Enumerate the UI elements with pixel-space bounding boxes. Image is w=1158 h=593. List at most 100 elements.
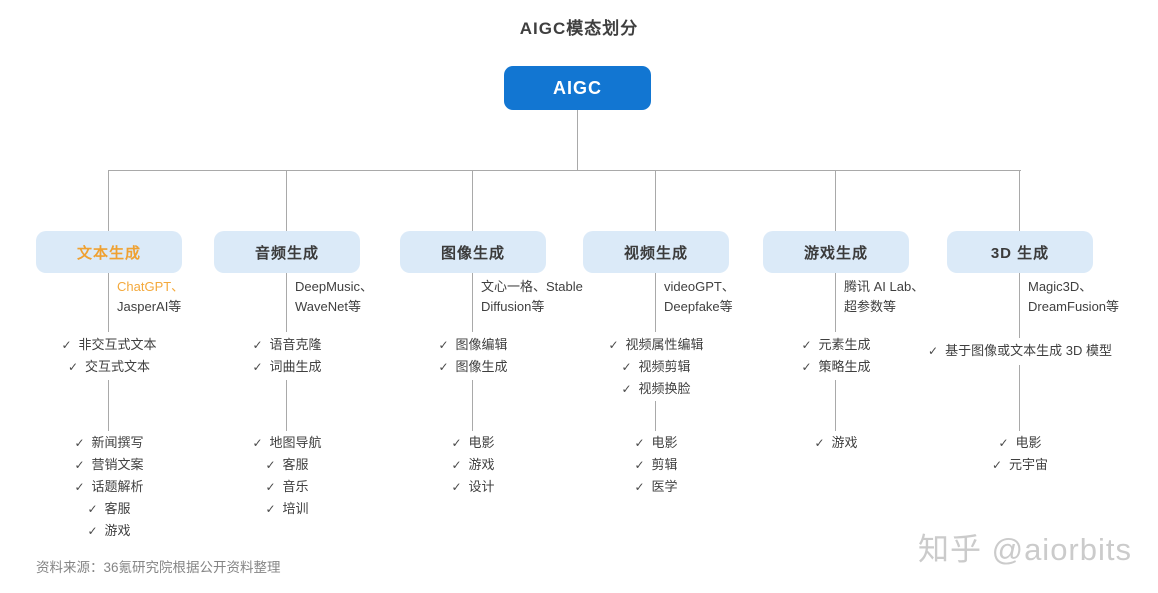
tool-line: DreamFusion等 xyxy=(1028,299,1120,314)
application-item-label: 设计 xyxy=(468,479,495,494)
feature-item: ✓ 语音克隆 xyxy=(252,334,321,356)
check-icon: ✓ xyxy=(74,458,85,472)
feature-item: ✓基于图像或文本生成 3D 模型 xyxy=(928,340,1112,362)
application-item: ✓剪辑 xyxy=(634,454,677,476)
application-list: ✓电影✓元宇宙 xyxy=(929,432,1111,476)
check-icon: ✓ xyxy=(451,480,462,494)
application-item: ✓游戏 xyxy=(451,454,494,476)
feature-item: ✓词曲生成 xyxy=(252,356,321,378)
feature-item-label: 基于图像或文本生成 3D 模型 xyxy=(945,343,1112,358)
feature-list: ✓ 元素生成 ✓ 策略生成 xyxy=(745,334,927,378)
root-connector-line xyxy=(577,110,578,170)
application-item-label: 电影 xyxy=(651,435,678,450)
check-icon: ✓ xyxy=(265,502,276,516)
feature-item-label: 词曲生成 xyxy=(269,359,322,374)
feature-list: ✓图像编辑✓图像生成 xyxy=(382,334,564,378)
feature-list: ✓基于图像或文本生成 3D 模型 xyxy=(928,340,1112,362)
application-item: ✓ 游戏 xyxy=(814,432,857,454)
tools-examples: 腾讯 AI Lab、超参数等 xyxy=(844,277,924,317)
application-item-label: 游戏 xyxy=(468,457,495,472)
tool-line: JasperAI等 xyxy=(117,299,182,314)
feature-item: ✓交互式文本 xyxy=(68,356,150,378)
feature-item: ✓视频剪辑 xyxy=(621,356,690,378)
application-item: ✓客服 xyxy=(87,498,130,520)
tool-line: DeepMusic、 xyxy=(295,279,374,294)
tools-examples: videoGPT、Deepfake等 xyxy=(664,277,735,317)
application-item: ✓电影 xyxy=(451,432,494,454)
application-item-label: 医学 xyxy=(651,479,678,494)
check-icon: ✓ xyxy=(74,480,85,494)
branch-stem-upper xyxy=(286,273,287,332)
branch-stem-upper xyxy=(1019,273,1020,338)
watermark-text: 知乎 @aiorbits xyxy=(917,532,1132,567)
application-item-label: 营销文案 xyxy=(91,457,144,472)
feature-item-label: 视频剪辑 xyxy=(638,359,691,374)
branch-stem-lower xyxy=(1019,365,1020,431)
application-item: ✓音乐 xyxy=(265,476,308,498)
check-icon: ✓ xyxy=(608,338,619,352)
check-icon: ✓ xyxy=(814,436,825,450)
tool-line: Magic3D、 xyxy=(1028,279,1093,294)
branch-node-3d-generation: 3D 生成 xyxy=(947,231,1093,273)
check-icon: ✓ xyxy=(438,338,449,352)
check-icon: ✓ xyxy=(998,436,1009,450)
feature-item-label: 语音克隆 xyxy=(269,337,322,352)
application-list: ✓地图导航✓客服✓音乐✓培训 xyxy=(196,432,378,520)
branch-stem-lower xyxy=(835,380,836,431)
connector-drop-line xyxy=(1019,170,1020,231)
branch-node-video-generation: 视频生成 xyxy=(583,231,729,273)
diagram-title: AIGC模态划分 xyxy=(519,19,639,38)
check-icon: ✓ xyxy=(801,360,812,374)
tools-examples: DeepMusic、 WaveNet等 xyxy=(295,277,373,317)
application-item-label: 客服 xyxy=(104,501,131,516)
tools-examples: Magic3D、 DreamFusion等 xyxy=(1028,277,1119,317)
tool-line: videoGPT、 xyxy=(664,279,735,294)
feature-item-label: 元素生成 xyxy=(818,337,871,352)
check-icon: ✓ xyxy=(801,338,812,352)
branches-horizontal-line xyxy=(108,170,1021,171)
tool-line: 超参数等 xyxy=(844,299,897,314)
tool-line: WaveNet等 xyxy=(295,299,361,314)
check-icon: ✓ xyxy=(621,382,632,396)
connector-drop-line xyxy=(835,170,836,231)
application-item: ✓ 设计 xyxy=(451,476,494,498)
application-item-label: 游戏 xyxy=(831,435,858,450)
feature-item-label: 策略生成 xyxy=(818,359,871,374)
branch-stem-lower xyxy=(472,380,473,431)
application-list: ✓电影✓剪辑 ✓ 医学 xyxy=(565,432,747,498)
feature-item: ✓ 元素生成 xyxy=(801,334,870,356)
check-icon: ✓ xyxy=(67,360,79,374)
tools-examples: ChatGPT、 JasperAI等 xyxy=(117,277,184,317)
feature-list: ✓ 语音克隆 ✓词曲生成 xyxy=(196,334,378,378)
check-icon: ✓ xyxy=(634,480,645,494)
check-icon: ✓ xyxy=(87,524,98,538)
feature-item: ✓图像编辑 xyxy=(438,334,507,356)
application-item-label: 元宇宙 xyxy=(1009,457,1049,472)
branch-stem-lower xyxy=(286,380,287,431)
tool-line: Diffusion等 xyxy=(481,299,545,314)
application-item: ✓电影 xyxy=(634,432,677,454)
tool-line: ChatGPT、 xyxy=(117,279,185,294)
application-item: ✓电影 xyxy=(998,432,1041,454)
branch-stem-upper xyxy=(108,273,109,332)
check-icon: ✓ xyxy=(252,436,263,450)
branch-stem-lower xyxy=(655,401,656,431)
connector-drop-line xyxy=(286,170,287,231)
source-note: 资料来源：36氪研究院根据公开资料整理 xyxy=(36,560,281,575)
feature-item-label: 视频属性编辑 xyxy=(625,337,704,352)
branch-node-audio-generation: 音频生成 xyxy=(214,231,360,273)
application-item-label: 话题解析 xyxy=(91,479,144,494)
branch-node-image-generation: 图像生成 xyxy=(400,231,546,273)
check-icon: ✓ xyxy=(438,360,449,374)
feature-list: ✓非交互式文本✓交互式文本 xyxy=(18,334,200,378)
check-icon: ✓ xyxy=(451,436,462,450)
check-icon: ✓ xyxy=(252,338,263,352)
application-item: ✓ 话题解析 xyxy=(74,476,143,498)
application-list: ✓ 游戏 xyxy=(745,432,927,454)
application-item: ✓元宇宙 xyxy=(992,454,1048,476)
feature-item: ✓视频换脸 xyxy=(621,378,690,400)
check-icon: ✓ xyxy=(265,458,276,472)
application-item-label: 剪辑 xyxy=(651,457,678,472)
